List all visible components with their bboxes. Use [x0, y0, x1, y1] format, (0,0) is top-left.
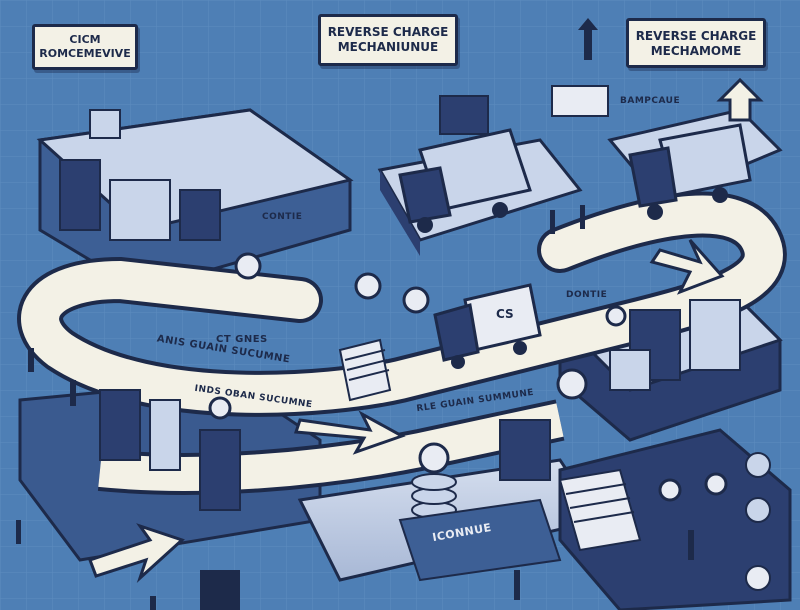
signboard-top-right [551, 85, 609, 117]
truck-middle: CS [433, 283, 542, 369]
label-line: REVERSE CHARGE [327, 25, 449, 39]
small-text-right-top: BAMPCAUE [620, 96, 681, 106]
balls-column-right [745, 452, 771, 591]
small-text-right-mid: DONTIE [566, 290, 608, 300]
label-line: ROMCEMEVIVE [39, 46, 131, 60]
arrow-bottom-left [88, 523, 185, 583]
staircase-bottom-right [558, 468, 642, 552]
label-box-reverse-charge-right: REVERSE CHARGE MECHAMOME [626, 18, 766, 68]
staircase-center [338, 338, 392, 402]
truck-top-center [398, 95, 532, 233]
road-text-middle-b: CT GNES [216, 334, 268, 345]
arrow-up-right [716, 77, 764, 122]
truck-top-right [628, 123, 752, 220]
warehouse-stacks-left [59, 109, 221, 241]
coin-icon [208, 252, 728, 502]
server-stacks-bottom-left [99, 389, 241, 610]
label-line: CICM [69, 33, 101, 46]
label-line: REVERSE CHARGE [635, 29, 757, 43]
label-box-cicm: CICM ROMCEMEVIVE [32, 24, 138, 70]
winding-road [17, 191, 787, 495]
dock-panel [398, 498, 562, 582]
truck-cargo-text: CS [496, 307, 514, 321]
label-box-reverse-charge-center: REVERSE CHARGE MECHANIUNUE [318, 14, 458, 66]
label-line: MECHANIUNUE [337, 40, 439, 54]
people-figures [16, 205, 694, 610]
arrow-curve-down [649, 239, 725, 295]
arrow-road-right [293, 410, 406, 455]
label-line: MECHAMOME [650, 44, 742, 58]
small-text-center: CONTIE [262, 212, 303, 222]
arrow-top-up [578, 18, 598, 60]
cargo-stacks-right [499, 299, 741, 481]
